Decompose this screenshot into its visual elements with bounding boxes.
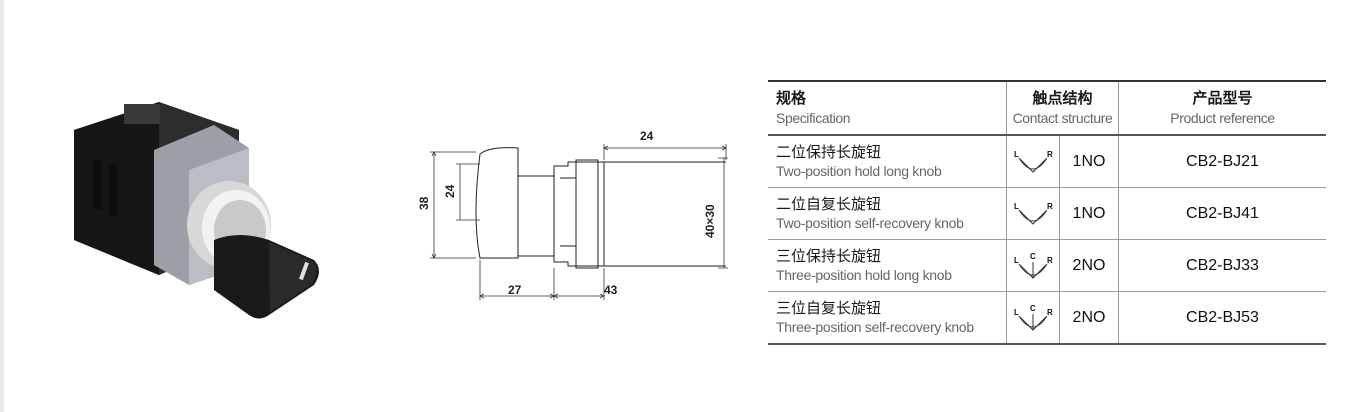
svg-text:L: L [1014, 308, 1019, 317]
svg-text:R: R [1047, 256, 1053, 265]
header-spec-en: Specification [776, 110, 851, 126]
product-reference: CB2-BJ53 [1118, 291, 1326, 345]
dim-top-24: 24 [640, 129, 654, 143]
spec-en: Two-position self-recovery knob [776, 215, 964, 231]
two-position-switch-icon: L R [1014, 202, 1053, 225]
contact-icon-cell: L C R [1006, 291, 1060, 345]
spec-zh: 二位自复长旋钮 [776, 196, 882, 213]
spec-cell: 二位自复长旋钮 Two-position self-recovery knob [768, 187, 1007, 240]
contact-icon-cell: L R [1006, 187, 1060, 240]
svg-text:R: R [1047, 308, 1053, 317]
spec-en: Three-position self-recovery knob [776, 319, 974, 335]
dim-overall-38: 38 [417, 196, 431, 210]
header-ref-zh: 产品型号 [1192, 90, 1253, 107]
spec-en: Two-position hold long knob [776, 163, 942, 179]
contact-type: 1NO [1059, 187, 1119, 240]
spec-zh: 二位保持长旋钮 [776, 144, 882, 161]
header-contact-en: Contact structure [1012, 110, 1113, 126]
spec-en: Three-position hold long knob [776, 267, 952, 283]
three-position-switch-icon: L C R [1014, 304, 1053, 331]
table-row: 二位自复长旋钮 Two-position self-recovery knob … [768, 187, 1326, 240]
product-reference: CB2-BJ21 [1118, 135, 1326, 188]
dimension-drawing: 24 38 24 40×30 27 43 [417, 129, 728, 300]
dim-bottom-27: 27 [508, 283, 522, 297]
header-spec-zh: 规格 [776, 90, 807, 107]
table-row: 二位保持长旋钮 Two-position hold long knob L R … [768, 135, 1326, 188]
product-reference: CB2-BJ33 [1118, 239, 1326, 292]
spec-table: 规格 Specification 触点结构 Contact structure … [768, 80, 1326, 345]
svg-text:R: R [1047, 202, 1053, 211]
dim-bottom-43: 43 [604, 283, 618, 297]
contact-icon-cell: L R [1006, 135, 1060, 188]
svg-text:L: L [1014, 150, 1019, 159]
contact-type: 1NO [1059, 135, 1119, 188]
header-specification: 规格 Specification [768, 81, 1007, 136]
two-position-switch-icon: L R [1014, 150, 1053, 173]
header-contact-structure: 触点结构 Contact structure [1006, 81, 1119, 136]
contact-type: 2NO [1059, 291, 1119, 345]
three-position-switch-icon: L C R [1014, 252, 1053, 279]
header-product-reference: 产品型号 Product reference [1118, 81, 1326, 136]
svg-text:R: R [1047, 150, 1053, 159]
svg-text:L: L [1014, 202, 1019, 211]
svg-text:L: L [1014, 256, 1019, 265]
dim-right-40x30: 40×30 [703, 204, 717, 238]
product-reference: CB2-BJ41 [1118, 187, 1326, 240]
table-row: 三位自复长旋钮 Three-position self-recovery kno… [768, 291, 1326, 345]
spec-cell: 二位保持长旋钮 Two-position hold long knob [768, 135, 1007, 188]
spec-zh: 三位自复长旋钮 [776, 300, 882, 317]
svg-text:C: C [1030, 252, 1036, 261]
svg-text:C: C [1030, 304, 1036, 313]
contact-icon-cell: L C R [1006, 239, 1060, 292]
spec-zh: 三位保持长旋钮 [776, 248, 882, 265]
spec-cell: 三位保持长旋钮 Three-position hold long knob [768, 239, 1007, 292]
header-contact-zh: 触点结构 [1032, 90, 1093, 107]
table-header-row: 规格 Specification 触点结构 Contact structure … [768, 81, 1326, 136]
spec-cell: 三位自复长旋钮 Three-position self-recovery kno… [768, 291, 1007, 345]
left-edge-strip [0, 0, 4, 412]
dim-knob-24: 24 [443, 184, 457, 198]
table-row: 三位保持长旋钮 Three-position hold long knob L … [768, 239, 1326, 292]
selector-switch-photo [74, 102, 319, 319]
header-ref-en: Product reference [1170, 110, 1275, 126]
contact-type: 2NO [1059, 239, 1119, 292]
